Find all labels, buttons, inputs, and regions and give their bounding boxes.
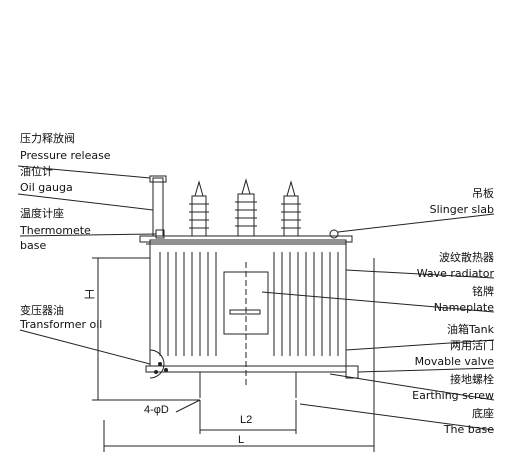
oil-gauge	[152, 177, 164, 237]
earthing-screw-cn: 接地螺栓	[450, 373, 494, 386]
oil-gauge-en: Oil gauga	[20, 181, 73, 194]
oil-drain	[149, 349, 165, 379]
thermometer-en: Thermomete	[20, 224, 91, 237]
base-en: The base	[443, 423, 494, 436]
l2-dim-label: L2	[240, 414, 253, 426]
nameplate-en: Nameplate	[433, 301, 494, 314]
height-dim-label: 工	[84, 289, 95, 301]
earthing-screw-en: Earthing screw	[412, 389, 494, 402]
transformer-oil-en: Transformer oil	[20, 318, 103, 331]
wave-radiator-fins	[159, 252, 339, 356]
movable-valve	[345, 365, 359, 379]
nameplate-cn: 铭牌	[472, 285, 494, 298]
oil-tank-label: 油箱Tank	[447, 323, 494, 336]
l-dim-label: L	[238, 434, 245, 446]
slinger-slab-en: Slinger slab	[429, 203, 494, 216]
base-cn: 底座	[472, 407, 494, 420]
pressure-release-en: Pressure release	[20, 149, 111, 162]
tank-cover	[139, 235, 353, 243]
transformer-oil-cn: 变压器油	[20, 304, 64, 317]
thermometer-base-label: base	[20, 239, 47, 252]
movable-valve-cn: 两用活门	[450, 339, 494, 352]
movable-valve-en: Movable valve	[414, 355, 494, 368]
holes-dim-label: 4-φD	[144, 404, 169, 416]
slinger-slab-cn: 吊板	[472, 187, 494, 200]
pressure-release-cn: 压力释放阀	[20, 132, 75, 145]
bushings	[189, 178, 301, 237]
base	[145, 365, 347, 373]
oil-gauge-cn: 油位计	[20, 165, 53, 178]
thermometer-cn: 温度计座	[20, 207, 64, 220]
tank-body	[149, 239, 347, 367]
wave-radiator-en: Wave radiator	[416, 267, 494, 280]
wave-radiator-cn: 波纹散热器	[439, 251, 494, 264]
slinger-slab	[329, 229, 339, 239]
